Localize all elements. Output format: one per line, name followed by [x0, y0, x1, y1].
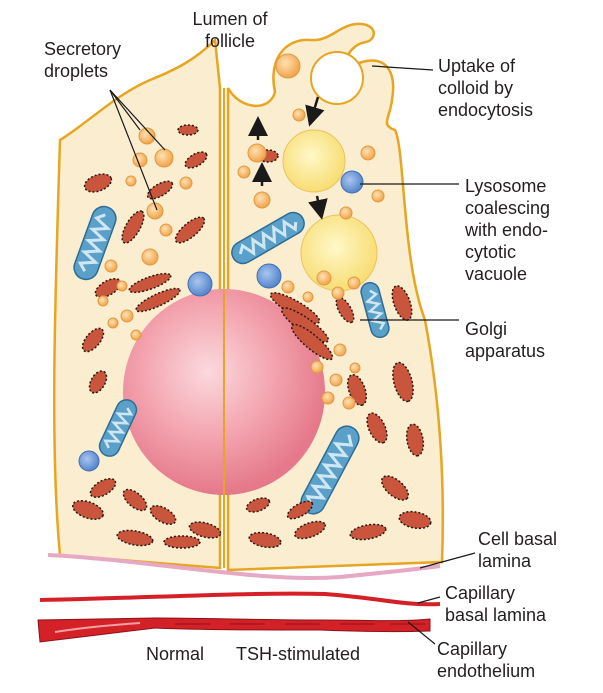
rough-er — [71, 124, 432, 549]
label-secretory-line1: Secretory — [44, 39, 122, 59]
label-lysosome: Lysosome coalescing with endo- cytotic v… — [465, 175, 550, 285]
label-secretory-line2: droplets — [44, 61, 109, 81]
secretory-droplets — [97, 108, 385, 410]
colloid-vacuole — [282, 129, 346, 193]
label-golgi-line2: apparatus — [465, 341, 546, 361]
label-lumen-line1: Lumen of — [192, 9, 268, 29]
label-cap-endo-line2: endothelium — [437, 661, 536, 681]
label-lumen-line2: follicle — [204, 31, 256, 51]
label-capillary-endothelium: Capillary endothelium — [437, 638, 535, 682]
label-cell-basal-line1: Cell basal — [478, 529, 558, 549]
endocytic-vesicle — [310, 51, 364, 105]
label-lumen-of-follicle: Lumen of follicle — [180, 8, 280, 52]
colloid-vacuole-coalescing — [300, 214, 378, 292]
label-cap-basal-line2: basal lamina — [445, 605, 547, 625]
label-golgi-line1: Golgi — [465, 319, 508, 339]
label-secretory-droplets: Secretory droplets — [44, 38, 121, 82]
label-golgi-apparatus: Golgi apparatus — [465, 318, 545, 362]
label-lysosome-line2: coalescing — [465, 198, 551, 218]
label-cap-endo-line1: Capillary — [437, 639, 508, 659]
label-uptake-line1: Uptake of — [438, 56, 516, 76]
cell-basal-lamina — [47, 553, 441, 580]
lysosomes — [78, 170, 364, 472]
label-uptake-of-colloid: Uptake of colloid by endocytosis — [438, 55, 533, 121]
label-uptake-line2: colloid by — [438, 78, 514, 98]
label-uptake-line3: endocytosis — [438, 100, 534, 120]
colloid-droplet — [275, 53, 301, 79]
label-lysosome-line1: Lysosome — [465, 176, 547, 196]
label-tsh-stimulated: TSH-stimulated — [236, 644, 361, 664]
label-normal: Normal — [146, 644, 205, 664]
mitochondria — [73, 205, 390, 515]
label-cap-basal-line1: Capillary — [445, 583, 516, 603]
capillary — [37, 591, 441, 643]
movement-arrows — [248, 96, 328, 220]
leader-lines — [109, 65, 476, 645]
label-cell-basal-line2: lamina — [478, 551, 532, 571]
label-capillary-basal-lamina: Capillary basal lamina — [445, 582, 546, 626]
label-lysosome-line4: cytotic — [465, 242, 517, 262]
label-lysosome-line3: with endo- — [465, 220, 549, 240]
label-cell-basal-lamina: Cell basal lamina — [478, 528, 557, 572]
label-lysosome-line5: vacuole — [465, 264, 528, 284]
